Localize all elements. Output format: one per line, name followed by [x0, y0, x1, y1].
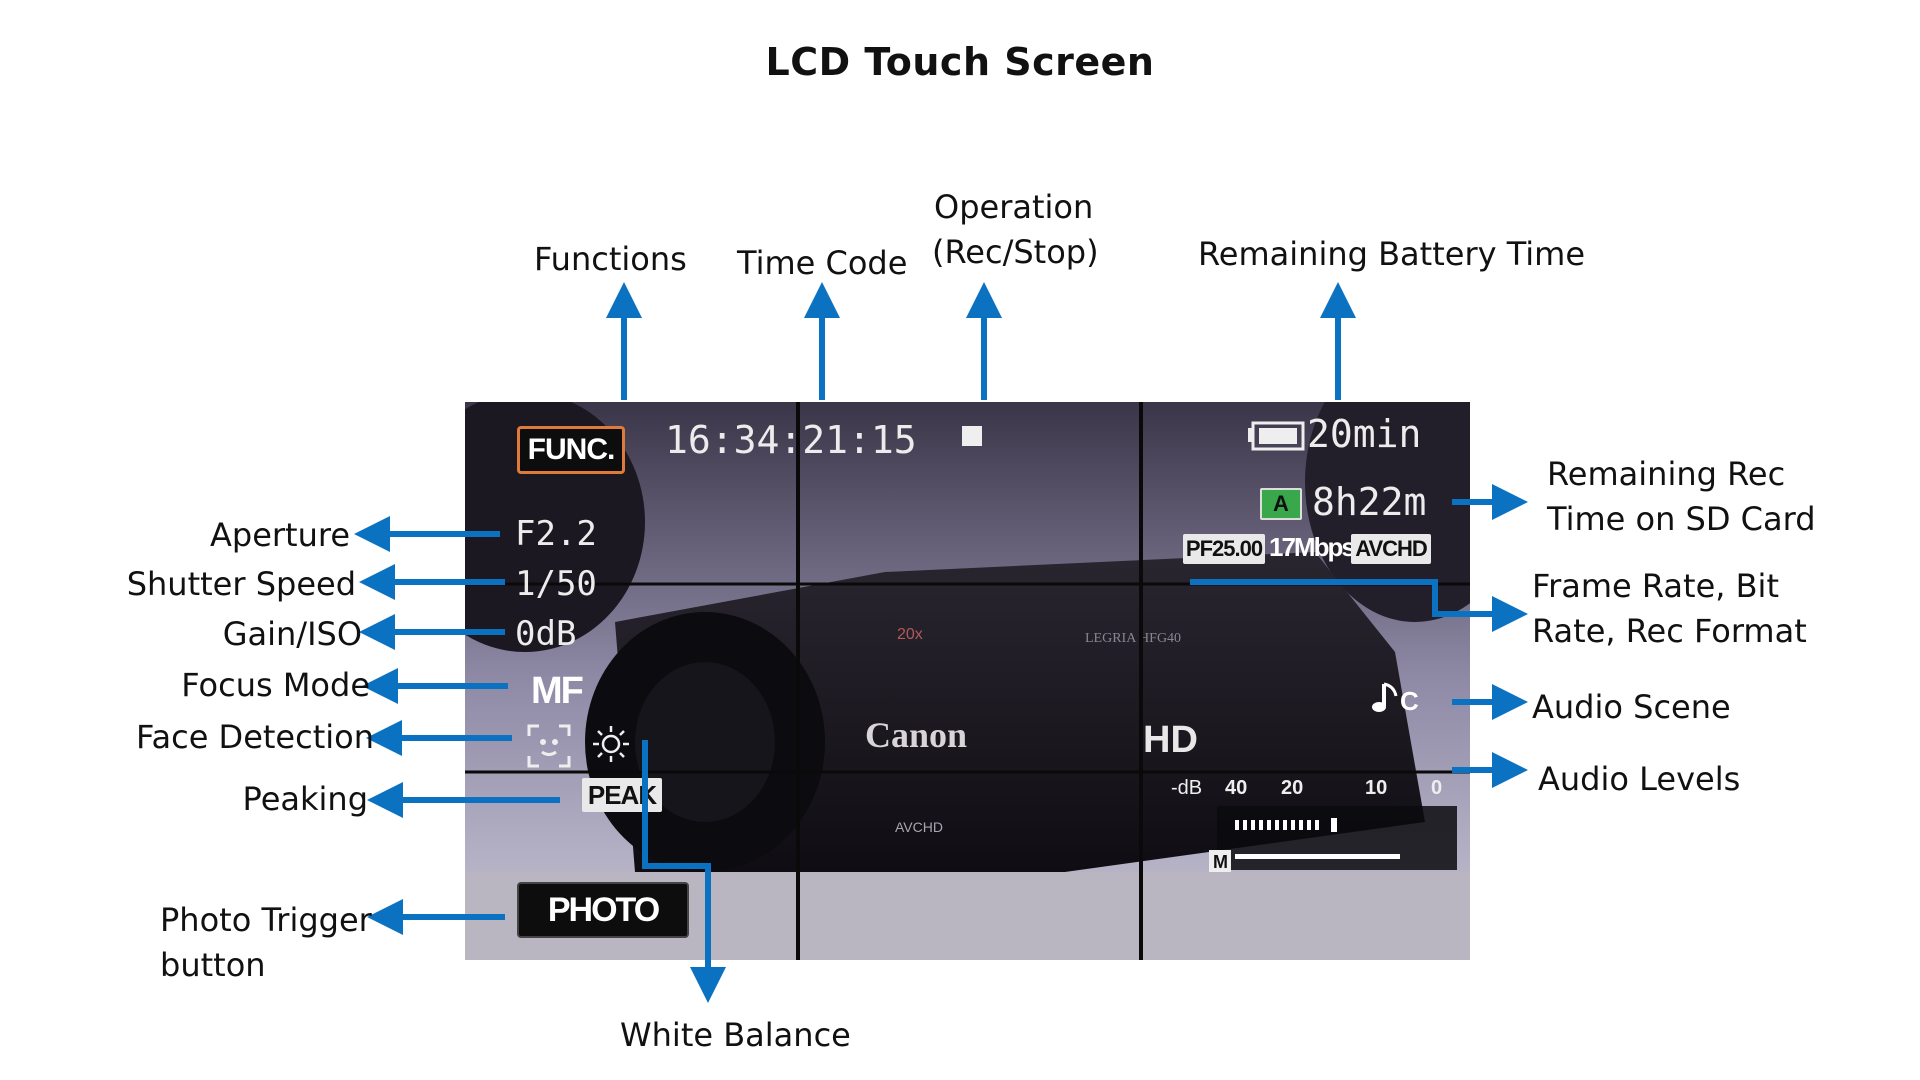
label-photo-line1: Photo Trigger [160, 901, 372, 939]
label-white-balance: White Balance [620, 1016, 851, 1054]
label-frame-rate-line1: Frame Rate, Bit [1532, 567, 1779, 605]
label-battery: Remaining Battery Time [1198, 235, 1586, 273]
label-rec-time-line1: Remaining Rec [1547, 455, 1786, 493]
audio-scale-label: 40 [1225, 777, 1247, 799]
label-focus: Focus Mode [181, 666, 370, 704]
rec-remaining: 8h22m [1312, 480, 1427, 524]
audio-mic-mode: M [1213, 852, 1228, 872]
audio-scale-label: 0 [1431, 777, 1442, 799]
camera-zoom-text: 20x [897, 626, 923, 643]
func-button[interactable]: FUNC. [517, 426, 625, 474]
label-peaking: Peaking [242, 780, 368, 818]
battery-icon [1247, 420, 1305, 452]
stop-square-icon[interactable] [962, 426, 982, 446]
label-aperture: Aperture [209, 516, 350, 554]
gain-value: 0dB [515, 614, 577, 654]
audio-scale-label: -dB [1171, 777, 1202, 799]
label-operation-line2: (Rec/Stop) [932, 233, 1099, 271]
label-audio-scene: Audio Scene [1532, 688, 1731, 726]
lcd-screen: Canon LEGRIA HFG40 20x HD AVCHD FUNC. 16… [465, 402, 1470, 960]
svg-text:C: C [1400, 686, 1419, 716]
label-audio-levels: Audio Levels [1538, 760, 1741, 798]
frame-rate-badge: PF25.00 [1183, 534, 1265, 564]
label-gain: Gain/ISO [222, 615, 362, 653]
card-slot-badge: A [1260, 488, 1302, 520]
bit-rate-text: 17Mbps [1269, 532, 1356, 562]
label-rec-time-line2: Time on SD Card [1547, 500, 1816, 538]
label-photo-line2: button [160, 946, 266, 984]
label-shutter: Shutter Speed [126, 565, 356, 603]
peaking-badge: PEAK [582, 778, 662, 812]
audio-scale-label: 20 [1281, 777, 1303, 799]
camera-avchd-text: AVCHD [895, 819, 943, 835]
timecode-display: 16:34:21:15 [665, 418, 917, 462]
camera-hd-text: HD [1143, 719, 1198, 761]
label-operation-line1: Operation [934, 188, 1094, 226]
label-functions: Functions [534, 240, 687, 278]
rec-format-badge: AVCHD [1351, 534, 1431, 564]
audio-level-meter: -dB 40 20 10 0 M [1165, 770, 1465, 880]
camera-model-text: LEGRIA HFG40 [1085, 631, 1181, 646]
page-title: LCD Touch Screen [765, 40, 1155, 84]
label-frame-rate-line2: Rate, Rec Format [1532, 612, 1807, 650]
audio-scene-icon[interactable]: C [1370, 678, 1426, 718]
label-time-code: Time Code [737, 244, 908, 282]
aperture-value: F2.2 [515, 514, 597, 554]
camera-brand-text: Canon [865, 715, 967, 755]
shutter-value: 1/50 [515, 564, 597, 604]
face-detection-icon [527, 724, 571, 768]
battery-time: 20min [1307, 412, 1422, 456]
photo-button[interactable]: PHOTO [517, 882, 689, 938]
sun-icon [591, 724, 631, 764]
focus-mode: MF [531, 670, 584, 712]
label-face: Face Detection [136, 718, 374, 756]
camera-background: Canon LEGRIA HFG40 20x HD AVCHD [465, 402, 1470, 960]
audio-scale-label: 10 [1365, 777, 1387, 799]
